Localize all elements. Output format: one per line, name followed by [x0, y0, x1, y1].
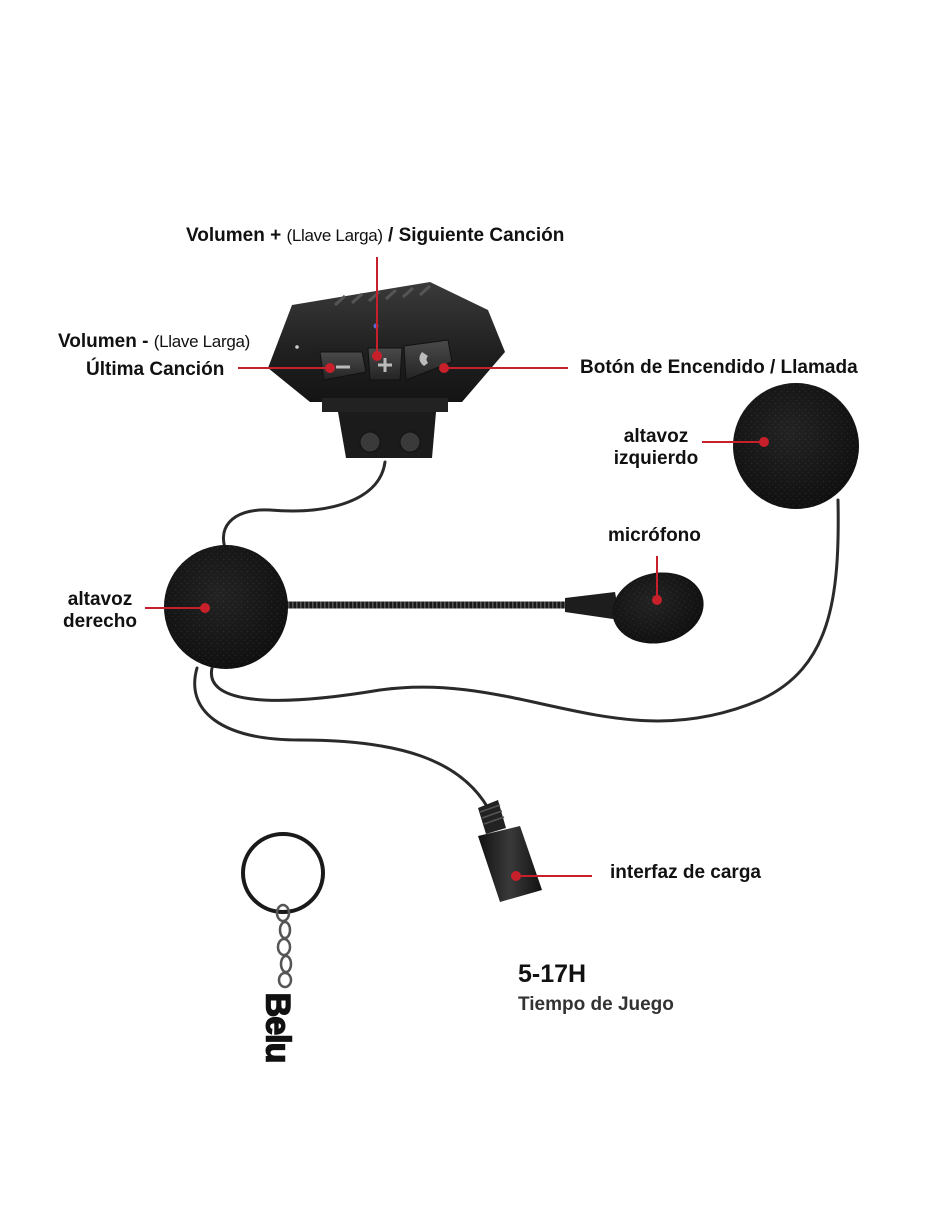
- label-right-speaker: altavoz derecho: [58, 589, 142, 633]
- microphone-foam: [612, 572, 704, 644]
- right-speaker: [164, 545, 288, 669]
- label-volume-down-note: (Llave Larga): [153, 332, 251, 351]
- keychain-text: Belu: [262, 992, 297, 1063]
- label-volume-up: Volumen + (Llave Larga) / Siguiente Canc…: [186, 225, 564, 247]
- cables: [193, 460, 840, 810]
- keychain: [241, 832, 325, 989]
- controller: [268, 282, 505, 458]
- label-left-speaker: altavoz izquierdo: [612, 426, 700, 470]
- label-next-song: / Siguiente Canción: [388, 225, 565, 246]
- label-volume-up-title: Volumen +: [186, 225, 282, 246]
- label-volume-down: Volumen - (Llave Larga): [58, 331, 250, 353]
- label-right-speaker-line2: derecho: [63, 610, 137, 632]
- label-volume-down-title: Volumen -: [58, 331, 149, 352]
- playtime-label: Tiempo de Juego: [518, 994, 674, 1015]
- mic-boom: [280, 592, 620, 620]
- label-right-speaker-line1: altavoz: [67, 589, 133, 610]
- playtime-value: 5-17H: [518, 960, 587, 988]
- label-volume-up-note: (Llave Larga): [286, 226, 383, 245]
- label-left-speaker-line1: altavoz: [623, 426, 689, 447]
- label-left-speaker-line2: izquierdo: [613, 447, 699, 469]
- cable-controller-to-right-speaker: [222, 460, 387, 557]
- left-speaker: [733, 383, 859, 509]
- cable-right-to-left-speaker: [209, 498, 840, 723]
- label-power-call: Botón de Encendido / Llamada: [580, 357, 858, 378]
- label-microphone: micrófono: [608, 525, 701, 546]
- keychain-tag: Belu: [262, 988, 310, 1066]
- leader-lines: [145, 257, 769, 881]
- label-charging-interface: interfaz de carga: [610, 862, 761, 883]
- charging-plug: [478, 800, 542, 902]
- label-last-song: Última Canción: [86, 359, 225, 380]
- cable-right-speaker-to-charger: [193, 666, 490, 810]
